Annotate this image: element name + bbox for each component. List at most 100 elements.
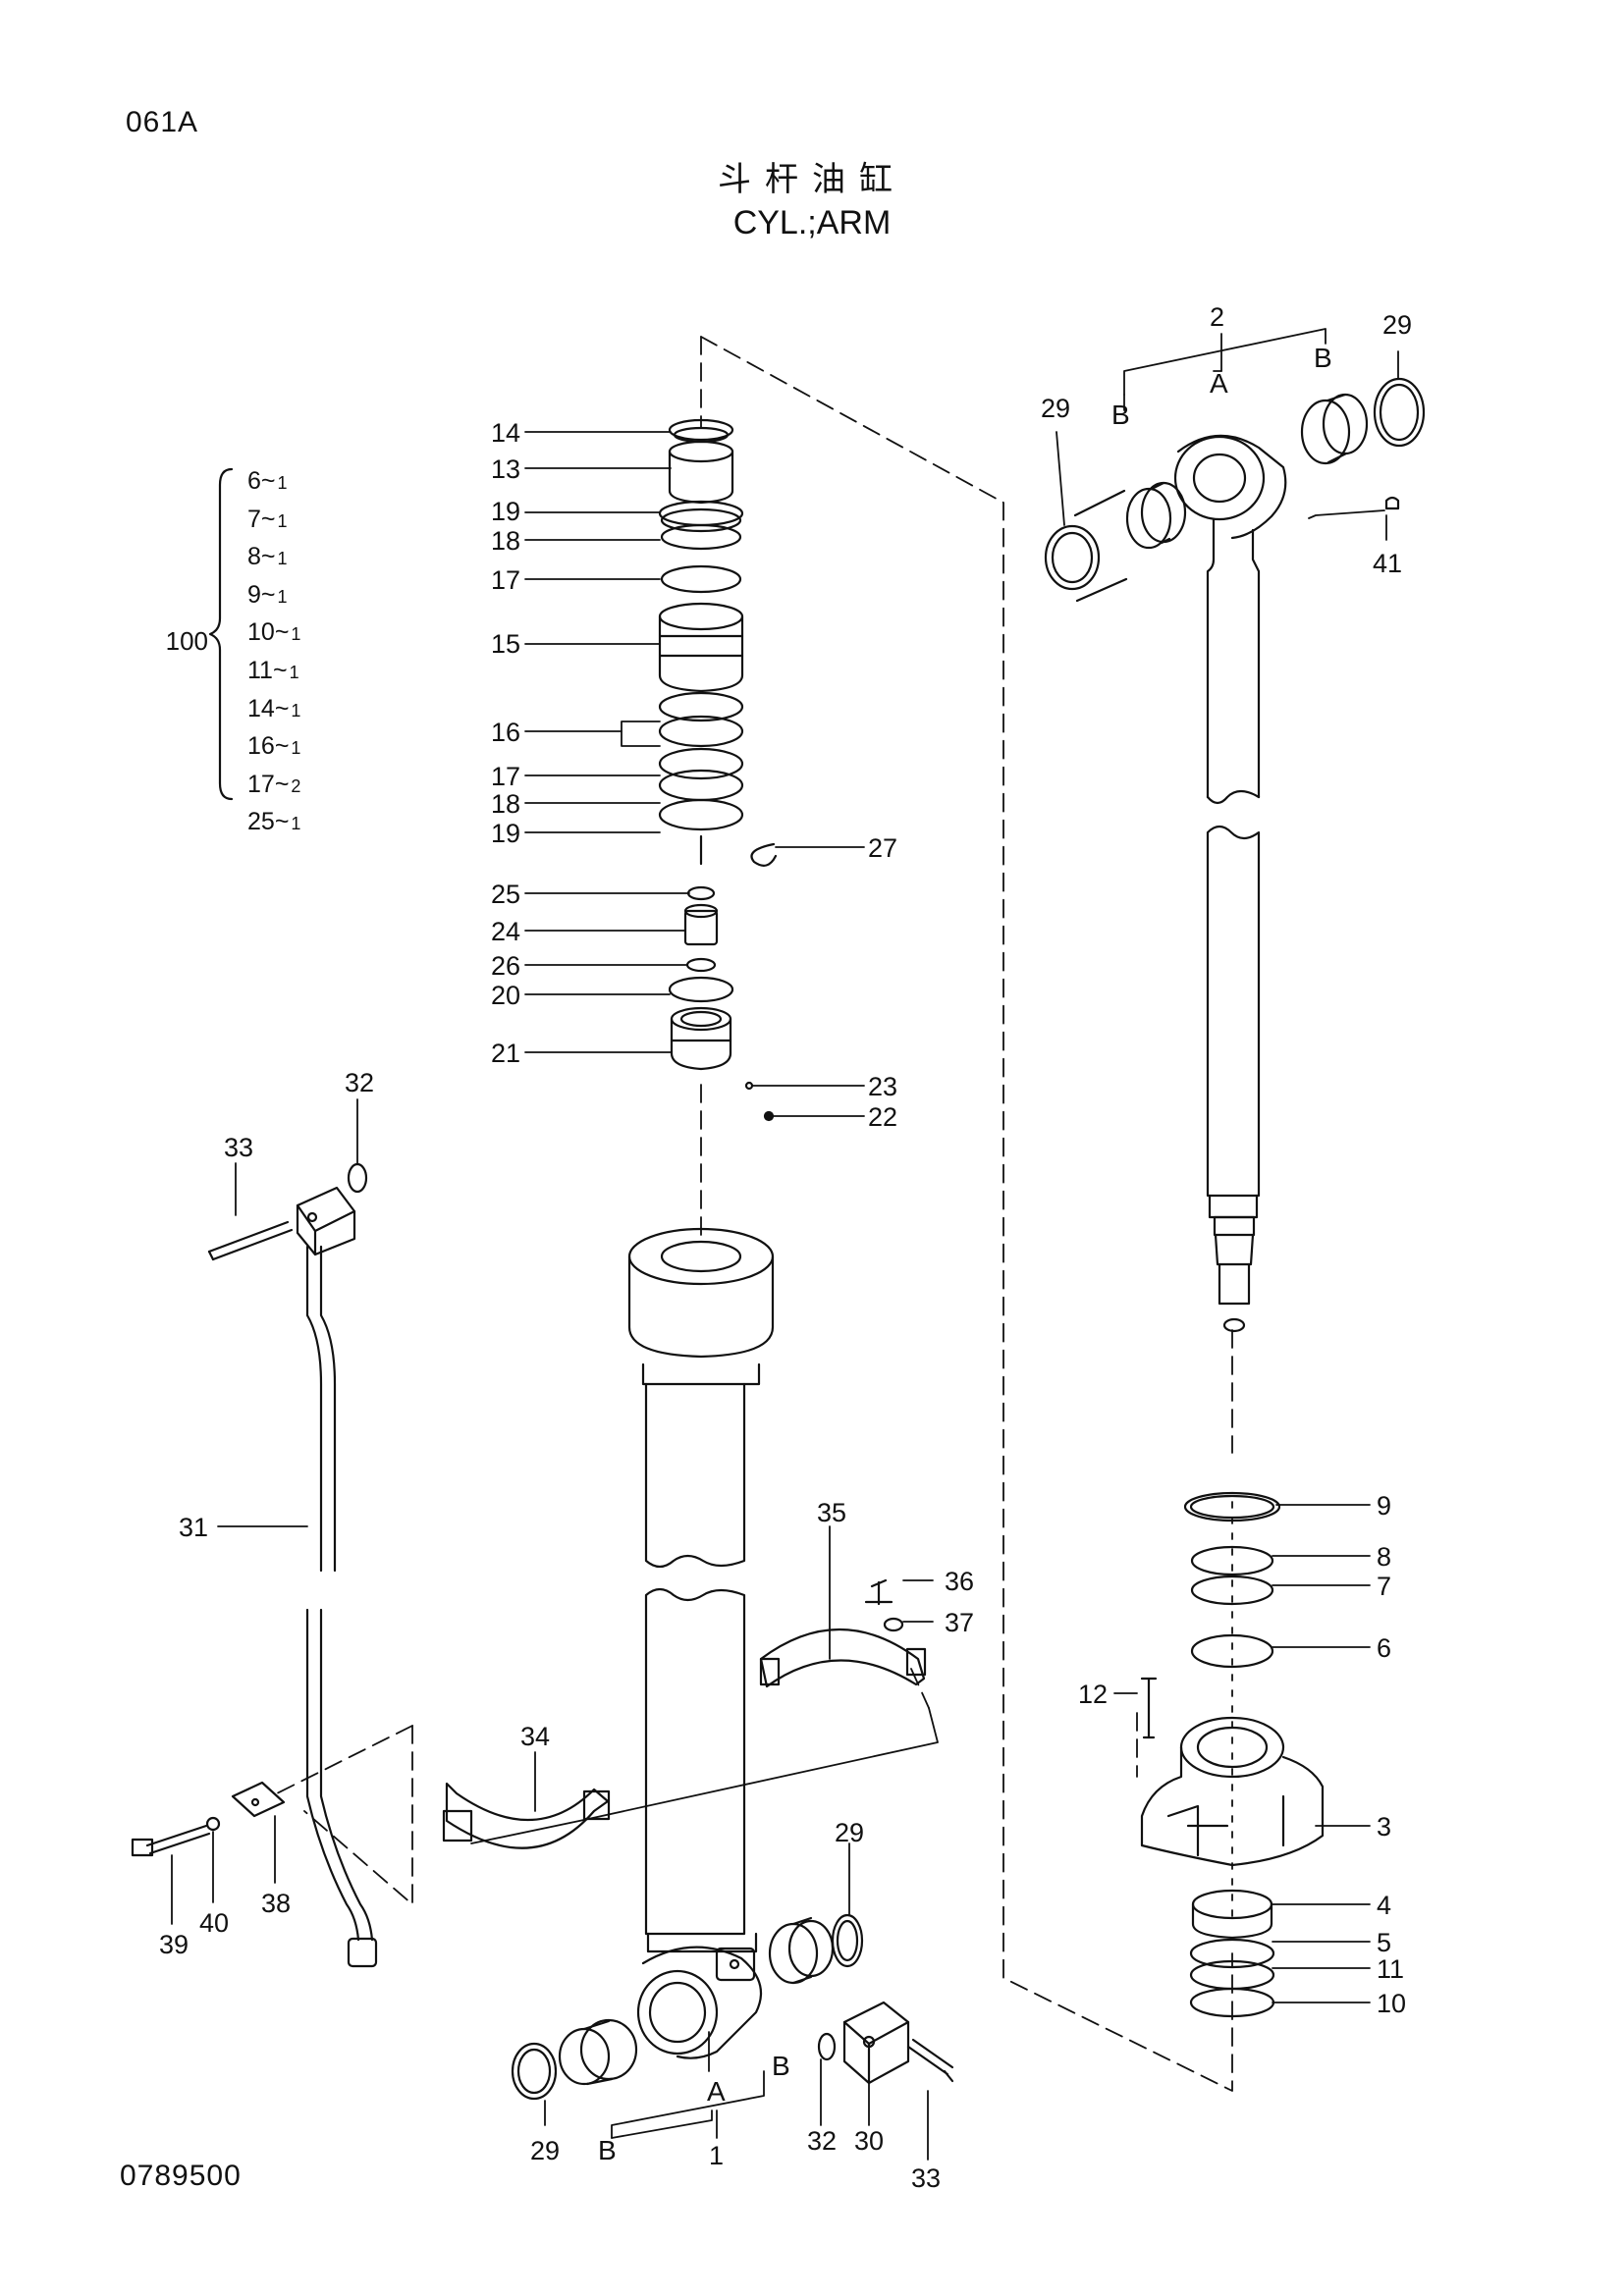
kit-item-part: 25	[247, 808, 275, 836]
callout-29: 29	[530, 2136, 560, 2165]
kit-item-qty: 1	[291, 814, 301, 834]
kit-item-part: 11	[247, 657, 273, 684]
callout-25: 25	[491, 880, 520, 909]
head-seal-stack	[658, 418, 744, 1071]
kit-brace	[208, 467, 234, 801]
callout-b-rod-right: B	[1314, 343, 1332, 373]
kit-item-part: 14	[247, 694, 275, 722]
stop-ring	[750, 842, 778, 867]
callout-39: 39	[159, 1930, 189, 1959]
callout-34: 34	[520, 1722, 550, 1751]
kit-item-part: 7	[247, 505, 261, 533]
callout-17: 17	[491, 762, 520, 791]
callout-38: 38	[261, 1889, 291, 1918]
kit-item: 16~1	[247, 732, 300, 761]
kit-item-qty: 1	[291, 700, 301, 721]
kit-item-separator: ~	[272, 657, 288, 684]
callout-26: 26	[491, 951, 520, 981]
callout-18: 18	[491, 789, 520, 819]
callout-31: 31	[179, 1513, 208, 1542]
callout-29: 29	[1041, 394, 1070, 423]
kit-item-qty: 1	[277, 510, 288, 531]
kit-item-qty: 1	[277, 473, 288, 493]
page-code-top: 061A	[126, 106, 199, 138]
callout-29: 29	[1382, 310, 1412, 340]
callout-labels: 14 13 19 18 17 15 16 17 18 19 27 25 24 2…	[159, 302, 1412, 2193]
callout-17: 17	[491, 565, 520, 595]
set-screw	[763, 1110, 775, 1122]
callout-3: 3	[1377, 1812, 1391, 1842]
callout-b-tube-right: B	[772, 2051, 790, 2081]
kit-item-qty: 1	[289, 663, 299, 682]
callout-13: 13	[491, 454, 520, 484]
clamp-guide	[470, 1707, 939, 1844]
kit-item-separator: ~	[274, 694, 290, 722]
callout-33: 33	[224, 1133, 253, 1162]
kit-item-separator: ~	[274, 770, 290, 798]
callout-41: 41	[1373, 549, 1402, 578]
piston-rod	[1173, 434, 1287, 1333]
callout-32: 32	[807, 2126, 837, 2156]
callout-21: 21	[491, 1039, 520, 1068]
kit-item-qty: 1	[291, 738, 301, 759]
kit-item: 17~2	[247, 771, 300, 799]
kit-item-part: 16	[247, 732, 275, 761]
title-chinese: 斗杆油缸	[718, 160, 906, 199]
callout-1: 1	[709, 2141, 724, 2170]
callout-5: 5	[1377, 1928, 1391, 1957]
kit-item-part: 6	[247, 467, 261, 495]
callout-27: 27	[868, 833, 897, 863]
callout-8: 8	[1377, 1542, 1391, 1572]
callout-23: 23	[868, 1072, 897, 1101]
callout-2: 2	[1210, 302, 1224, 332]
callout-14: 14	[491, 418, 520, 448]
kit-item-part: 8	[247, 543, 261, 571]
clamps	[442, 1578, 927, 1849]
callout-16: 16	[491, 718, 520, 747]
pipe-assembly	[131, 1162, 378, 1968]
kit-item: 10~1	[247, 618, 300, 647]
callout-24: 24	[491, 917, 520, 946]
callout-9: 9	[1377, 1491, 1391, 1521]
callout-18: 18	[491, 526, 520, 556]
rod-bushings	[1044, 377, 1426, 603]
kit-number: 100	[165, 626, 208, 656]
kit-item-qty: 2	[291, 775, 301, 796]
callout-22: 22	[868, 1102, 897, 1132]
callout-12: 12	[1078, 1680, 1108, 1709]
callout-32: 32	[345, 1068, 374, 1097]
callout-a-tube: A	[707, 2076, 726, 2107]
callout-35: 35	[817, 1498, 846, 1527]
kit-item-part: 10	[247, 618, 275, 647]
callout-15: 15	[491, 629, 520, 659]
callout-b-tube-left: B	[598, 2135, 617, 2165]
bottom-block	[817, 2001, 954, 2085]
callout-4: 4	[1377, 1891, 1391, 1920]
kit-item-qty: 1	[277, 586, 288, 607]
kit-item: 25~1	[247, 808, 300, 836]
title-english: CYL.;ARM	[732, 204, 892, 241]
callout-19: 19	[491, 497, 520, 526]
kit-item-separator: ~	[260, 543, 276, 571]
kit-item: 14~1	[247, 695, 300, 723]
kit-item-part: 9	[247, 580, 261, 609]
callout-37: 37	[945, 1608, 974, 1637]
callout-36: 36	[945, 1567, 974, 1596]
callout-20: 20	[491, 981, 520, 1010]
callout-11: 11	[1377, 1954, 1404, 1984]
head-cover	[1140, 1491, 1325, 2018]
callout-30: 30	[854, 2126, 884, 2156]
kit-item-separator: ~	[260, 505, 276, 533]
kit-item-separator: ~	[274, 618, 290, 647]
callout-19: 19	[491, 819, 520, 848]
kit-item-qty: 1	[277, 549, 288, 569]
kit-item-separator: ~	[260, 580, 276, 609]
kit-item: 6~1	[247, 467, 288, 496]
assembly-guide-lines	[270, 336, 1233, 2092]
callout-a-rod: A	[1210, 368, 1228, 399]
callout-29: 29	[835, 1818, 864, 1847]
kit-item: 7~1	[247, 506, 288, 534]
kit-item-separator: ~	[274, 732, 290, 761]
